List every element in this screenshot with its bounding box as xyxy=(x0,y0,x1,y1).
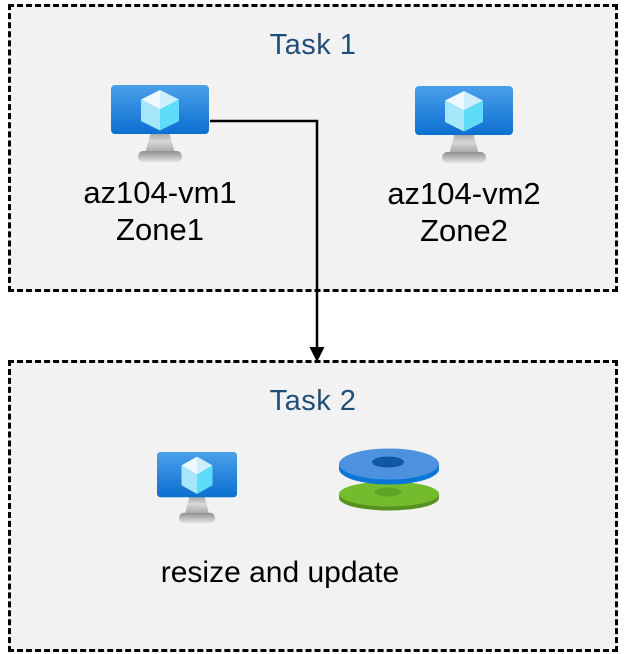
task2-caption: resize and update xyxy=(160,556,400,589)
virtual-machine-icon xyxy=(415,86,513,163)
task2-title: Task 2 xyxy=(269,385,357,417)
virtual-machine-icon xyxy=(111,85,209,162)
task1-title: Task 1 xyxy=(269,29,357,61)
vm2-zone: Zone2 xyxy=(420,213,508,248)
vm1-name: az104-vm1 xyxy=(83,175,237,210)
vm1-node: az104-vm1 Zone1 xyxy=(60,85,260,248)
task2-box: Task 2 xyxy=(8,360,618,652)
task1-box: Task 1 xyxy=(8,4,618,292)
disks-icon xyxy=(339,448,439,511)
vm1-label: az104-vm1 Zone1 xyxy=(83,174,236,248)
vm2-node: az104-vm2 Zone2 xyxy=(364,86,564,249)
vm2-name: az104-vm2 xyxy=(387,176,541,211)
task2-disks-node xyxy=(338,446,440,517)
virtual-machine-icon xyxy=(157,452,237,524)
vm1-zone: Zone1 xyxy=(116,212,204,247)
task2-vm-node xyxy=(157,452,237,529)
vm2-label: az104-vm2 Zone2 xyxy=(387,175,540,249)
